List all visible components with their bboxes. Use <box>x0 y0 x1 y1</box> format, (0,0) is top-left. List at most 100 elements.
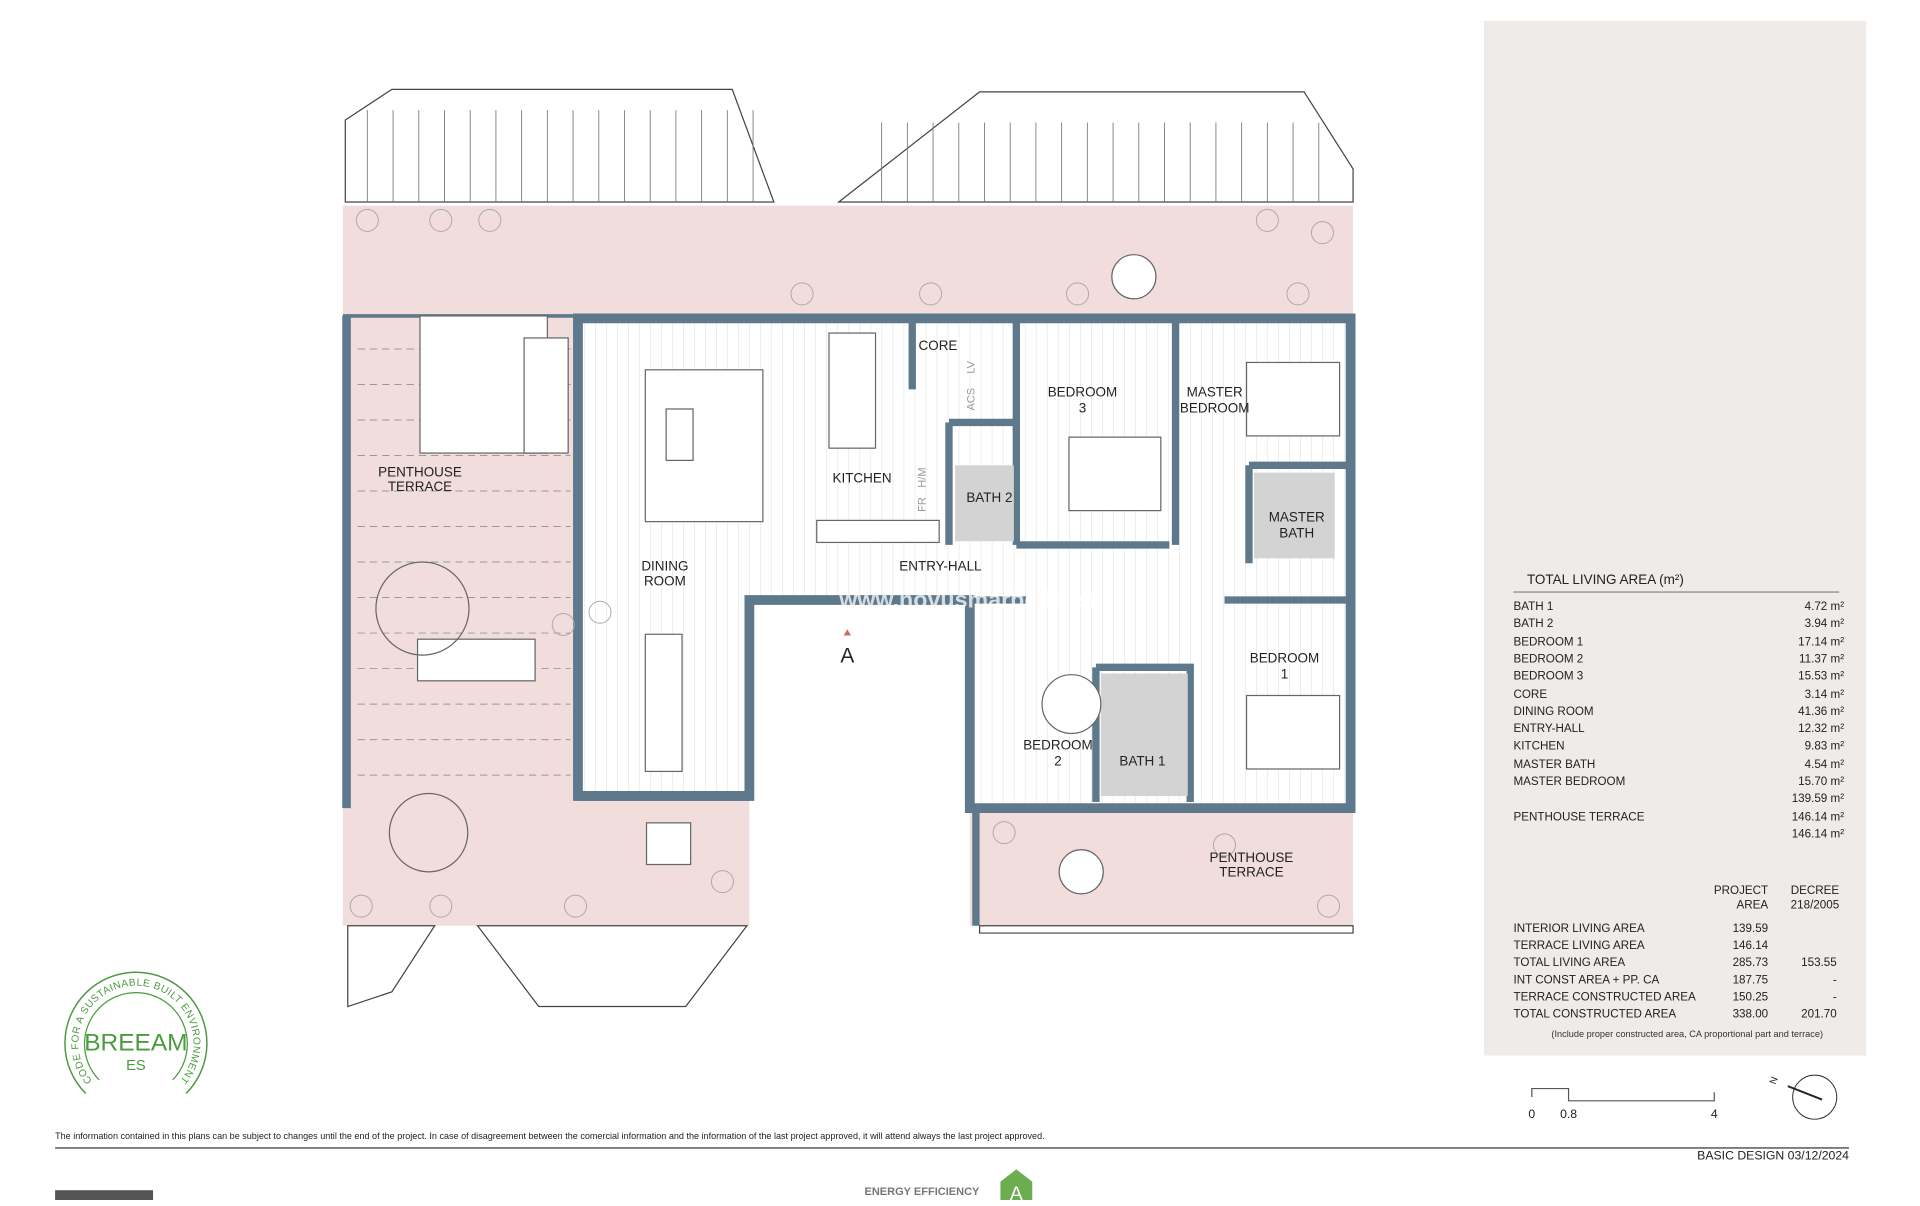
header-decree-2: 218/2005 <box>1790 898 1840 913</box>
interior-walls <box>908 318 1347 803</box>
label-hm: H/M <box>917 467 929 487</box>
energy-grade-badge: A <box>1000 1169 1033 1205</box>
plant-icon <box>790 282 814 306</box>
summary-label: INTERIOR LIVING AREA <box>1513 922 1645 936</box>
energy-grade: A <box>1010 1183 1024 1200</box>
plant-icon <box>919 282 943 306</box>
footer-divider <box>55 1147 1849 1149</box>
area-value: 11.37 m² <box>1799 652 1845 666</box>
label-dining: DINING <box>641 559 688 574</box>
area-row: BEDROOM 1 17.14 m² <box>1513 635 1844 652</box>
label-penthouse-terrace-right-2: TERRACE <box>1219 865 1283 880</box>
area-value: 41.36 m² <box>1798 705 1845 719</box>
area-room: MASTER BEDROOM <box>1513 775 1626 789</box>
area-room: BEDROOM 1 <box>1513 635 1584 649</box>
label-bedroom2-2: 2 <box>1054 753 1061 768</box>
roof-truss-bottom <box>347 925 1354 1008</box>
breeam-sub: ES <box>126 1058 146 1074</box>
bed-bedroom3 <box>1068 436 1162 512</box>
area-room: BEDROOM 2 <box>1513 652 1584 666</box>
terrace-table-top <box>1111 254 1157 300</box>
label-bedroom3: BEDROOM <box>1048 385 1118 400</box>
plant-icon <box>429 208 453 232</box>
area-room: CORE <box>1513 687 1548 702</box>
area-room: BATH 2 <box>1513 617 1554 631</box>
area-row: BATH 2 3.94 m² <box>1513 618 1844 635</box>
summary-decree: 201.70 <box>1801 1007 1837 1022</box>
room-labels: PENTHOUSE TERRACE DINING ROOM KITCHEN CO… <box>378 338 1325 880</box>
area-row: KITCHEN 9.83 m² <box>1513 740 1844 757</box>
sofa-area <box>644 369 764 523</box>
bed-master <box>1245 361 1341 437</box>
basic-design-date: BASIC DESIGN 03/12/2024 <box>1697 1149 1849 1164</box>
summary-decree: 153.55 <box>1801 956 1837 970</box>
area-room: MASTER BATH <box>1513 757 1596 772</box>
summary-label: TERRACE CONSTRUCTED AREA <box>1513 990 1696 1005</box>
master-bath-floor <box>1253 472 1335 559</box>
kitchen-counter <box>828 332 877 449</box>
label-master-bedroom-2: BEDROOM <box>1180 401 1250 416</box>
entrance-marker: A <box>840 644 854 667</box>
plant-icon <box>1066 282 1090 306</box>
area-value: 17.14 m² <box>1798 635 1845 649</box>
label-master-bath-2: BATH <box>1279 526 1314 541</box>
scale-tick-0: 0 <box>1528 1107 1535 1121</box>
area-value: 4.72 m² <box>1804 600 1845 614</box>
label-acs: ACS <box>966 388 978 411</box>
roof-truss-top-left <box>344 88 775 203</box>
label-bath1: BATH 1 <box>1119 753 1165 768</box>
plant-icon <box>992 821 1016 845</box>
area-value: 146.14 m² <box>1791 827 1845 842</box>
watermark: www.novusmarbella.es <box>838 586 1095 612</box>
plant-icon <box>1286 282 1310 306</box>
breeam-title: BREEAM <box>84 1030 187 1057</box>
label-lv: LV <box>966 360 978 373</box>
terrace-dining-table <box>416 638 536 682</box>
furniture <box>375 254 1341 895</box>
area-value: 146.14 m² <box>1791 810 1845 824</box>
panel-title: TOTAL LIVING AREA (m²) <box>1526 573 1684 588</box>
plant-icon <box>1310 221 1334 245</box>
plant-icon <box>588 600 612 624</box>
energy-efficiency-label: ENERGY EFFICIENCY <box>864 1185 980 1198</box>
area-value: 3.94 m² <box>1804 617 1845 631</box>
summary-label: TOTAL CONSTRUCTED AREA <box>1513 1007 1677 1022</box>
summary-label: TERRACE LIVING AREA <box>1513 939 1645 953</box>
plant-icon <box>429 894 453 918</box>
summary-project: 338.00 <box>1732 1007 1769 1022</box>
area-value: 139.59 m² <box>1791 792 1845 807</box>
plant-icon <box>478 208 502 232</box>
scale-bar: 0 0.8 4 <box>1528 1087 1718 1121</box>
dining-table <box>644 633 683 773</box>
roof-truss-top-right <box>836 91 1354 203</box>
header-project-2: AREA <box>1736 898 1769 913</box>
header-decree-1: DECREE <box>1790 884 1840 898</box>
breeam-logo: CODE FOR A SUSTAINABLE BUILT ENVIRONMENT… <box>64 971 208 1094</box>
entrance-arrow-icon <box>843 629 852 636</box>
umbrella <box>375 561 470 656</box>
area-value: 15.53 m² <box>1798 670 1845 684</box>
area-room: PENTHOUSE TERRACE <box>1513 810 1645 824</box>
summary-label: TOTAL LIVING AREA <box>1513 956 1626 970</box>
summary-project: 187.75 <box>1732 973 1769 987</box>
plant-icon <box>355 208 379 232</box>
area-value: 12.32 m² <box>1798 722 1845 737</box>
label-bedroom1: BEDROOM <box>1250 650 1320 665</box>
area-row: ENTRY-HALL 12.32 m² <box>1513 723 1844 740</box>
label-dining-2: ROOM <box>644 573 686 588</box>
summary-project: 146.14 <box>1732 939 1769 953</box>
label-penthouse-terrace-2: TERRACE <box>388 479 452 494</box>
area-value: 9.83 m² <box>1804 740 1845 754</box>
area-row: 146.14 m² <box>1513 828 1844 845</box>
plant-icon <box>1255 208 1279 232</box>
summary-project: 150.25 <box>1732 990 1769 1005</box>
area-room: KITCHEN <box>1513 740 1565 754</box>
plant-icon <box>564 894 588 918</box>
header-project-1: PROJECT <box>1713 884 1769 898</box>
area-room: ENTRY-HALL <box>1513 722 1585 737</box>
label-bedroom3-2: 3 <box>1079 401 1086 416</box>
